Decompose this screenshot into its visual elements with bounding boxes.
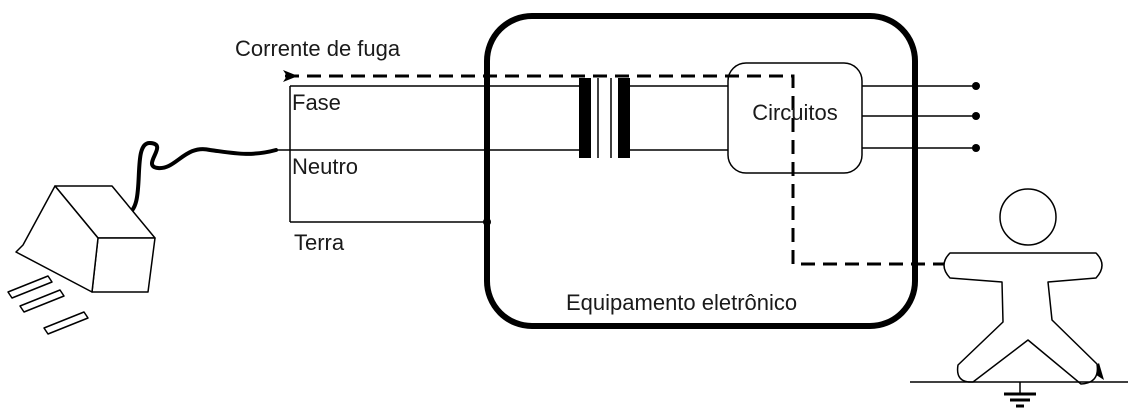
plug-prong-1 — [7, 275, 53, 299]
leakage-current-label: Corrente de fuga — [235, 36, 401, 61]
output-terminal-3 — [972, 144, 980, 152]
transformer — [579, 78, 630, 158]
person-icon — [943, 188, 1103, 385]
plug-side-face — [91, 237, 156, 293]
plug-prong-3 — [43, 311, 89, 335]
transformer-core-left — [579, 78, 591, 158]
plug-prong-2 — [19, 289, 65, 313]
plug-icon — [7, 185, 156, 335]
neutral-label: Neutro — [292, 154, 358, 179]
equipment-enclosure — [484, 13, 918, 329]
ground — [910, 381, 1128, 408]
plug-front-face — [15, 185, 99, 293]
wires — [276, 85, 975, 223]
output-terminal-1 — [972, 82, 980, 90]
terminals — [483, 82, 980, 226]
earth-junction — [483, 218, 491, 226]
circuits-label: Circuitos — [752, 100, 838, 125]
power-cord — [124, 140, 278, 216]
equipment-label: Equipamento eletrônico — [566, 290, 797, 315]
output-terminal-2 — [972, 112, 980, 120]
earth-label: Terra — [294, 230, 345, 255]
leakage-start-arrow-icon — [283, 70, 298, 82]
circuits-box — [727, 62, 863, 174]
phase-label: Fase — [292, 90, 341, 115]
transformer-core-right — [618, 78, 630, 158]
person-body — [943, 252, 1103, 385]
person-head — [999, 188, 1057, 246]
